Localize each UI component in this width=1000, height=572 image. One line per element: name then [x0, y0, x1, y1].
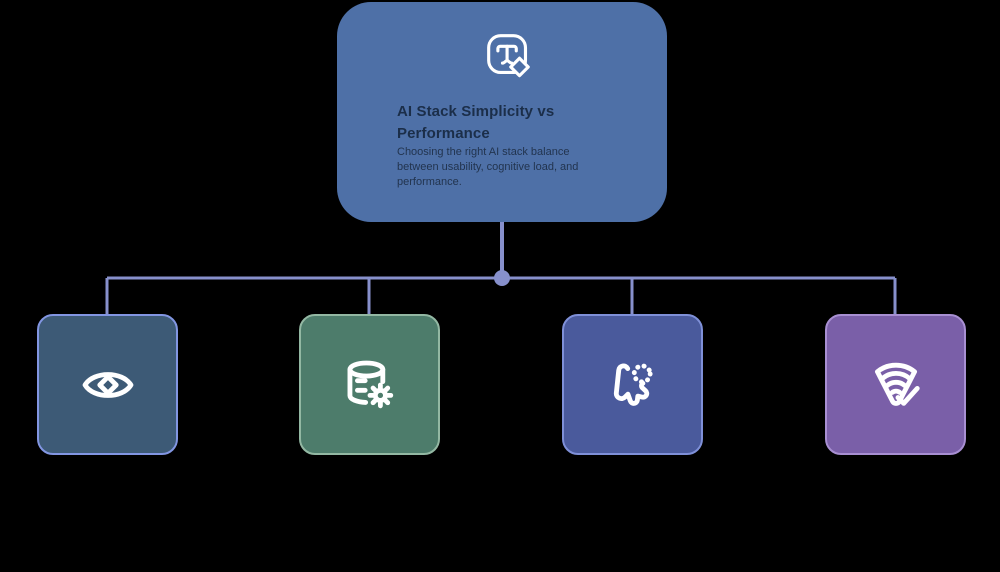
root-node-description: Choosing the right AI stack balance betw…	[397, 146, 579, 188]
root-node-title: AI Stack Simplicity vs Performance	[397, 103, 555, 142]
root-node-ai-stack[interactable]: AI Stack Simplicity vs Performance Choos…	[337, 2, 667, 222]
child-node-data-processing[interactable]	[299, 314, 440, 455]
child-node-signal-check[interactable]	[825, 314, 966, 455]
child-node-visibility[interactable]	[37, 314, 178, 455]
child-node-cursor-select[interactable]	[562, 314, 703, 455]
database-gear-icon	[341, 356, 399, 414]
cursor-select-icon	[604, 356, 662, 414]
wifi-check-icon	[867, 356, 925, 414]
type-sparkle-icon	[485, 32, 531, 78]
eye-icon	[79, 356, 137, 414]
connector-junction-dot	[494, 270, 510, 286]
